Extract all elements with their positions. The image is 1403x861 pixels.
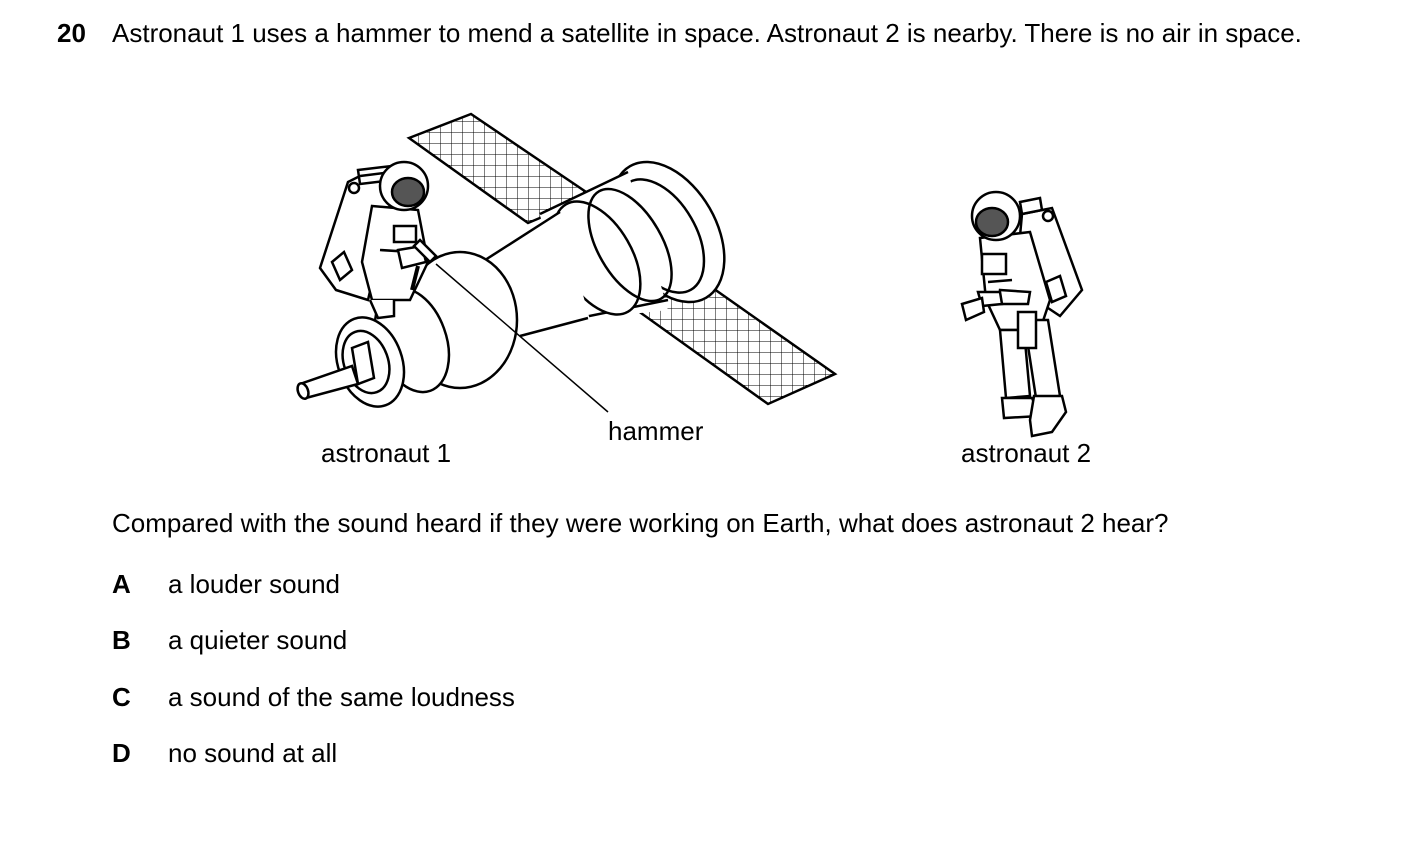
astronaut-2-label: astronaut 2 bbox=[961, 438, 1092, 468]
question-stem: Astronaut 1 uses a hammer to mend a sate… bbox=[112, 18, 1302, 48]
hammer-icon bbox=[410, 238, 438, 291]
astronaut-2-icon bbox=[960, 190, 1084, 438]
hammer-leader-line bbox=[435, 263, 609, 413]
hammer-label: hammer bbox=[608, 416, 704, 446]
option-letter: C bbox=[112, 682, 131, 712]
option-text: a sound of the same loudness bbox=[168, 682, 515, 712]
astronaut-1-icon bbox=[318, 160, 438, 320]
option-text: a quieter sound bbox=[168, 625, 348, 655]
question-prompt: Compared with the sound heard if they we… bbox=[112, 508, 1169, 538]
option-letter: B bbox=[112, 625, 131, 655]
option-text: no sound at all bbox=[168, 738, 338, 768]
question-number: 20 bbox=[57, 18, 86, 48]
option-letter: A bbox=[112, 569, 131, 599]
option-letter: D bbox=[112, 738, 131, 768]
option-text: a louder sound bbox=[168, 569, 341, 599]
satellite-diagram bbox=[296, 112, 1084, 438]
astronaut-1-label: astronaut 1 bbox=[321, 438, 452, 468]
